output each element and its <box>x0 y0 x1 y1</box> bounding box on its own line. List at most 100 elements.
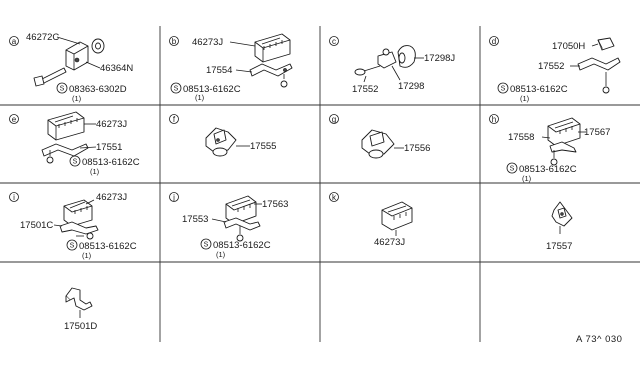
label-46273j: 46273J <box>96 119 127 130</box>
clamp-46273j-icon <box>63 199 93 227</box>
label-08513-6162c: 08513-6162C <box>79 241 137 252</box>
cell-a: a 46272C 46364N S 08363-6302D (1) <box>9 32 133 103</box>
cell-g: g 17556 <box>329 114 430 159</box>
cell-j: j 17563 17553 S 08513-6162C (1) <box>169 192 288 259</box>
quantity: (1) <box>195 93 205 102</box>
cell-letter: e <box>12 115 17 124</box>
label-17553: 17553 <box>182 214 208 225</box>
screw-symbol-icon <box>69 155 81 167</box>
quantity: (1) <box>82 251 92 260</box>
label-17563: 17563 <box>262 199 288 210</box>
screw-icon <box>550 150 558 166</box>
label-17501c: 17501C <box>20 220 53 231</box>
screw-symbol: S <box>70 243 75 250</box>
cell-c: c 17298J 17552 17298 <box>329 36 455 95</box>
cell-l: 17557 <box>546 201 573 252</box>
screw-symbol-icon <box>66 239 78 251</box>
screw-symbol-icon <box>497 82 509 94</box>
cell-letter: h <box>492 115 496 124</box>
screw-symbol: S <box>174 86 179 93</box>
quantity: (1) <box>72 94 82 103</box>
cell-letter: b <box>172 37 177 46</box>
screw-icon <box>354 65 381 76</box>
clip-46272c-icon <box>65 38 105 71</box>
cell-letter-badge <box>489 114 499 124</box>
label-08513-6162c: 08513-6162C <box>510 84 568 95</box>
bracket-17501c-icon <box>59 221 99 235</box>
label-17555: 17555 <box>250 141 276 152</box>
cell-letter: k <box>332 193 337 202</box>
label-08513-6162c: 08513-6162C <box>213 240 271 251</box>
cell-letter: i <box>13 193 15 202</box>
cell-letter-badge <box>329 36 339 46</box>
label-46364n: 46364N <box>100 63 133 74</box>
grid-lines <box>0 26 640 342</box>
screw-symbol-icon <box>56 82 68 94</box>
cell-letter-badge <box>9 36 19 46</box>
grommet-17298j-icon <box>397 45 416 68</box>
bracket-17553-icon <box>223 217 261 231</box>
bracket-17501d-icon <box>65 287 93 311</box>
screw-symbol: S <box>204 242 209 249</box>
clip-17298-icon <box>377 48 397 69</box>
cell-h: h 17558 17567 S 08513-6162C (1) <box>489 114 610 183</box>
label-17298: 17298 <box>398 81 424 92</box>
label-08513-6162c: 08513-6162C <box>519 164 577 175</box>
label-46272c: 46272C <box>26 32 59 43</box>
cell-letter: d <box>492 37 496 46</box>
bracket-17552-icon <box>577 57 621 71</box>
label-17501d: 17501D <box>64 321 97 332</box>
cell-letter-badge <box>329 114 339 124</box>
label-17050h: 17050H <box>552 41 585 52</box>
cell-e: e 46273J 17551 S 08513-6162C (1) <box>9 111 140 176</box>
quantity: (1) <box>520 94 530 103</box>
grommet-17050h-icon <box>597 37 615 51</box>
cell-m: 17501D <box>64 287 97 332</box>
cell-letter-badge <box>169 192 179 202</box>
cell-letter-badge <box>169 36 179 46</box>
label-17552: 17552 <box>352 84 378 95</box>
screw-symbol-icon <box>170 82 182 94</box>
bolt-icon <box>33 67 67 87</box>
cell-f: f 17555 <box>169 114 276 157</box>
cell-k: k 46273J <box>329 192 413 248</box>
screw-symbol: S <box>60 86 65 93</box>
quantity: (1) <box>216 250 226 259</box>
cell-i: i 46273J 17501C S 08513-6162C (1) <box>9 192 137 260</box>
clip-17556-icon <box>361 129 395 159</box>
clamp-17567-icon <box>547 117 581 147</box>
bracket-17558-icon <box>549 141 577 153</box>
clip-17557-icon <box>551 201 573 234</box>
label-17557: 17557 <box>546 241 572 252</box>
cell-letter-badge <box>169 114 179 124</box>
clamp-46273j-icon <box>254 33 291 63</box>
screw-icon <box>236 226 244 242</box>
cell-letter: g <box>332 115 336 124</box>
cell-b: b 46273J 17554 S 08513-6162C (1) <box>169 33 293 102</box>
clamp-46273j-icon <box>381 201 413 231</box>
screw-icon <box>46 150 54 164</box>
label-46273j: 46273J <box>374 237 405 248</box>
cell-letter: j <box>172 193 175 202</box>
label-17551: 17551 <box>96 142 122 153</box>
label-46273j: 46273J <box>96 192 127 203</box>
label-08513-6162c: 08513-6162C <box>82 157 140 168</box>
cell-letter-badge <box>329 192 339 202</box>
screw-icon <box>280 74 288 88</box>
screw-symbol-icon <box>506 162 518 174</box>
screw-symbol: S <box>510 166 515 173</box>
quantity: (1) <box>522 174 532 183</box>
screw-icon <box>602 72 610 94</box>
bracket-17551-icon <box>41 143 89 157</box>
label-17567: 17567 <box>584 127 610 138</box>
label-17556: 17556 <box>404 143 430 154</box>
cell-letter: a <box>12 37 17 46</box>
bracket-17554-icon <box>249 63 293 77</box>
diagram-reference: A 73^ 030 <box>576 334 622 345</box>
cell-d: d 17050H 17552 S 08513-6162C (1) <box>489 36 621 103</box>
clip-17555-icon <box>205 127 237 157</box>
screw-symbol: S <box>73 159 78 166</box>
cell-letter-badge <box>489 36 499 46</box>
screw-icon <box>76 232 94 240</box>
